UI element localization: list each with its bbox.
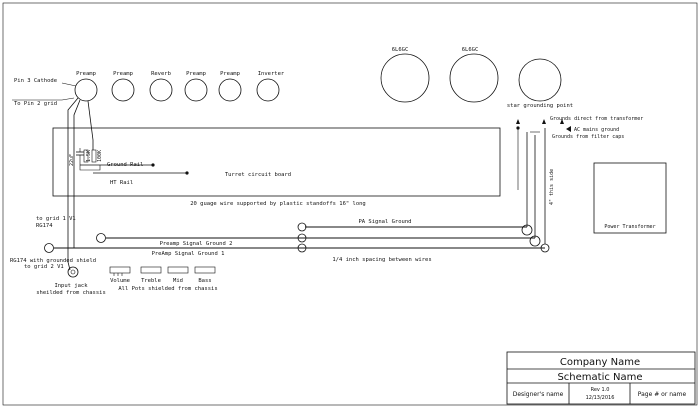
grounds-caps-label: Grounds from filter caps bbox=[552, 134, 624, 140]
pot-label: Mid bbox=[173, 278, 183, 284]
pot-treble bbox=[140, 266, 162, 274]
cathode-wire bbox=[87, 100, 94, 150]
pot-mid bbox=[167, 266, 189, 274]
cathode-components: 22uF 1.5K 100K bbox=[69, 148, 103, 171]
tube-inverter bbox=[256, 78, 280, 102]
to-grid1-label: to grid 1 V1 bbox=[36, 216, 76, 222]
tube-label: Preamp bbox=[220, 71, 240, 77]
grounds-transformer-label: Grounds direct from transformer bbox=[550, 116, 643, 122]
power-transformer bbox=[593, 162, 667, 234]
date: 12/13/2016 bbox=[586, 395, 615, 401]
this-side-label: 4" this side bbox=[549, 169, 555, 205]
designer-name: Designer's name bbox=[513, 391, 564, 398]
tube-v2 bbox=[111, 78, 135, 102]
pot-label: Volume bbox=[110, 278, 130, 284]
tube-label: Inverter bbox=[258, 71, 285, 77]
res-label: 1.5K bbox=[86, 150, 92, 162]
page-number: Page # or name bbox=[638, 391, 687, 398]
arrow-up-icon bbox=[560, 119, 564, 124]
pot-volume bbox=[109, 266, 131, 274]
power-tube-label: 6L6GC bbox=[392, 47, 409, 53]
wire-note: 20 guage wire supported by plastic stand… bbox=[190, 201, 366, 207]
leader-line bbox=[61, 82, 77, 87]
power-tube-label: 6L6GC bbox=[462, 47, 479, 53]
ac-mains-label: AC mains ground bbox=[574, 127, 619, 133]
company-name: Company Name bbox=[560, 357, 640, 368]
input-jack-label: Input jack bbox=[54, 283, 88, 289]
ground-rail-label: Ground Rail bbox=[107, 162, 143, 168]
input-jack bbox=[67, 266, 79, 278]
to-grid2-label: to grid 2 V1 bbox=[24, 264, 64, 270]
arrow-left-icon bbox=[566, 126, 571, 132]
tube-label: Preamp bbox=[186, 71, 206, 77]
power-tubes: 6L6GC 6L6GC star grounding point bbox=[380, 47, 573, 109]
tube-v1 bbox=[74, 78, 98, 102]
tube-v4 bbox=[184, 78, 208, 102]
resistor-100k bbox=[91, 149, 97, 163]
pots-note: All Pots shielded from chassis bbox=[118, 286, 217, 292]
pa-ground-label: PA Signal Ground bbox=[359, 219, 412, 225]
tube-label: Reverb bbox=[151, 71, 171, 77]
power-transformer-label: Power Transformer bbox=[604, 224, 655, 230]
pin3-cathode-label: Pin 3 Cathode bbox=[14, 78, 57, 84]
title-block: Company Name Schematic Name Designer's n… bbox=[506, 351, 696, 405]
pots: Volume Treble Mid Bass All Pots shielded… bbox=[109, 266, 218, 292]
pot-label: Treble bbox=[141, 278, 161, 284]
star-ground-terminal: Grounds direct from transformer AC mains… bbox=[516, 116, 643, 205]
preamp-ground-2-label: Preamp Signal Ground 2 bbox=[160, 241, 233, 247]
tube-label: Preamp bbox=[76, 71, 96, 77]
resistor-1k5 bbox=[83, 149, 89, 163]
spacing-note: 1/4 inch spacing between wires bbox=[332, 257, 431, 263]
preamp-ground-1-label: PreAmp Signal Ground 1 bbox=[152, 251, 225, 257]
shield-wire bbox=[73, 99, 81, 248]
ht-rail-label: HT Rail bbox=[110, 180, 133, 186]
arrow-up-icon bbox=[542, 119, 546, 124]
rg174-shield-label: RG174 with grounded shield bbox=[10, 258, 96, 264]
rg174-label: RG174 bbox=[36, 223, 53, 229]
turret-board-label: Turret circuit board bbox=[225, 172, 291, 178]
pin2-wire bbox=[12, 97, 75, 101]
turret-board bbox=[52, 127, 501, 197]
star-ground-circle bbox=[518, 58, 562, 102]
tube-v5 bbox=[218, 78, 242, 102]
input-jack-sub: sheilded from chassis bbox=[36, 290, 106, 296]
res-label: 100K bbox=[97, 150, 103, 162]
star-ground-label: star grounding point bbox=[507, 103, 573, 109]
revision: Rev 1.0 bbox=[591, 387, 610, 393]
tube-label: Preamp bbox=[113, 71, 133, 77]
to-pin2-label: To Pin 2 grid bbox=[14, 101, 57, 107]
grid-wire bbox=[67, 97, 79, 222]
pot-bass bbox=[194, 266, 216, 274]
arrow-up-icon bbox=[516, 119, 520, 124]
cap-label: 22uF bbox=[69, 154, 75, 166]
preamp-tubes: Preamp Preamp Reverb Preamp Preamp Inver… bbox=[74, 71, 285, 102]
schematic-name: Schematic Name bbox=[557, 372, 642, 383]
tube-reverb bbox=[149, 78, 173, 102]
power-tube-2 bbox=[449, 53, 499, 103]
pot-label: Bass bbox=[198, 278, 211, 284]
power-tube-1 bbox=[380, 53, 430, 103]
